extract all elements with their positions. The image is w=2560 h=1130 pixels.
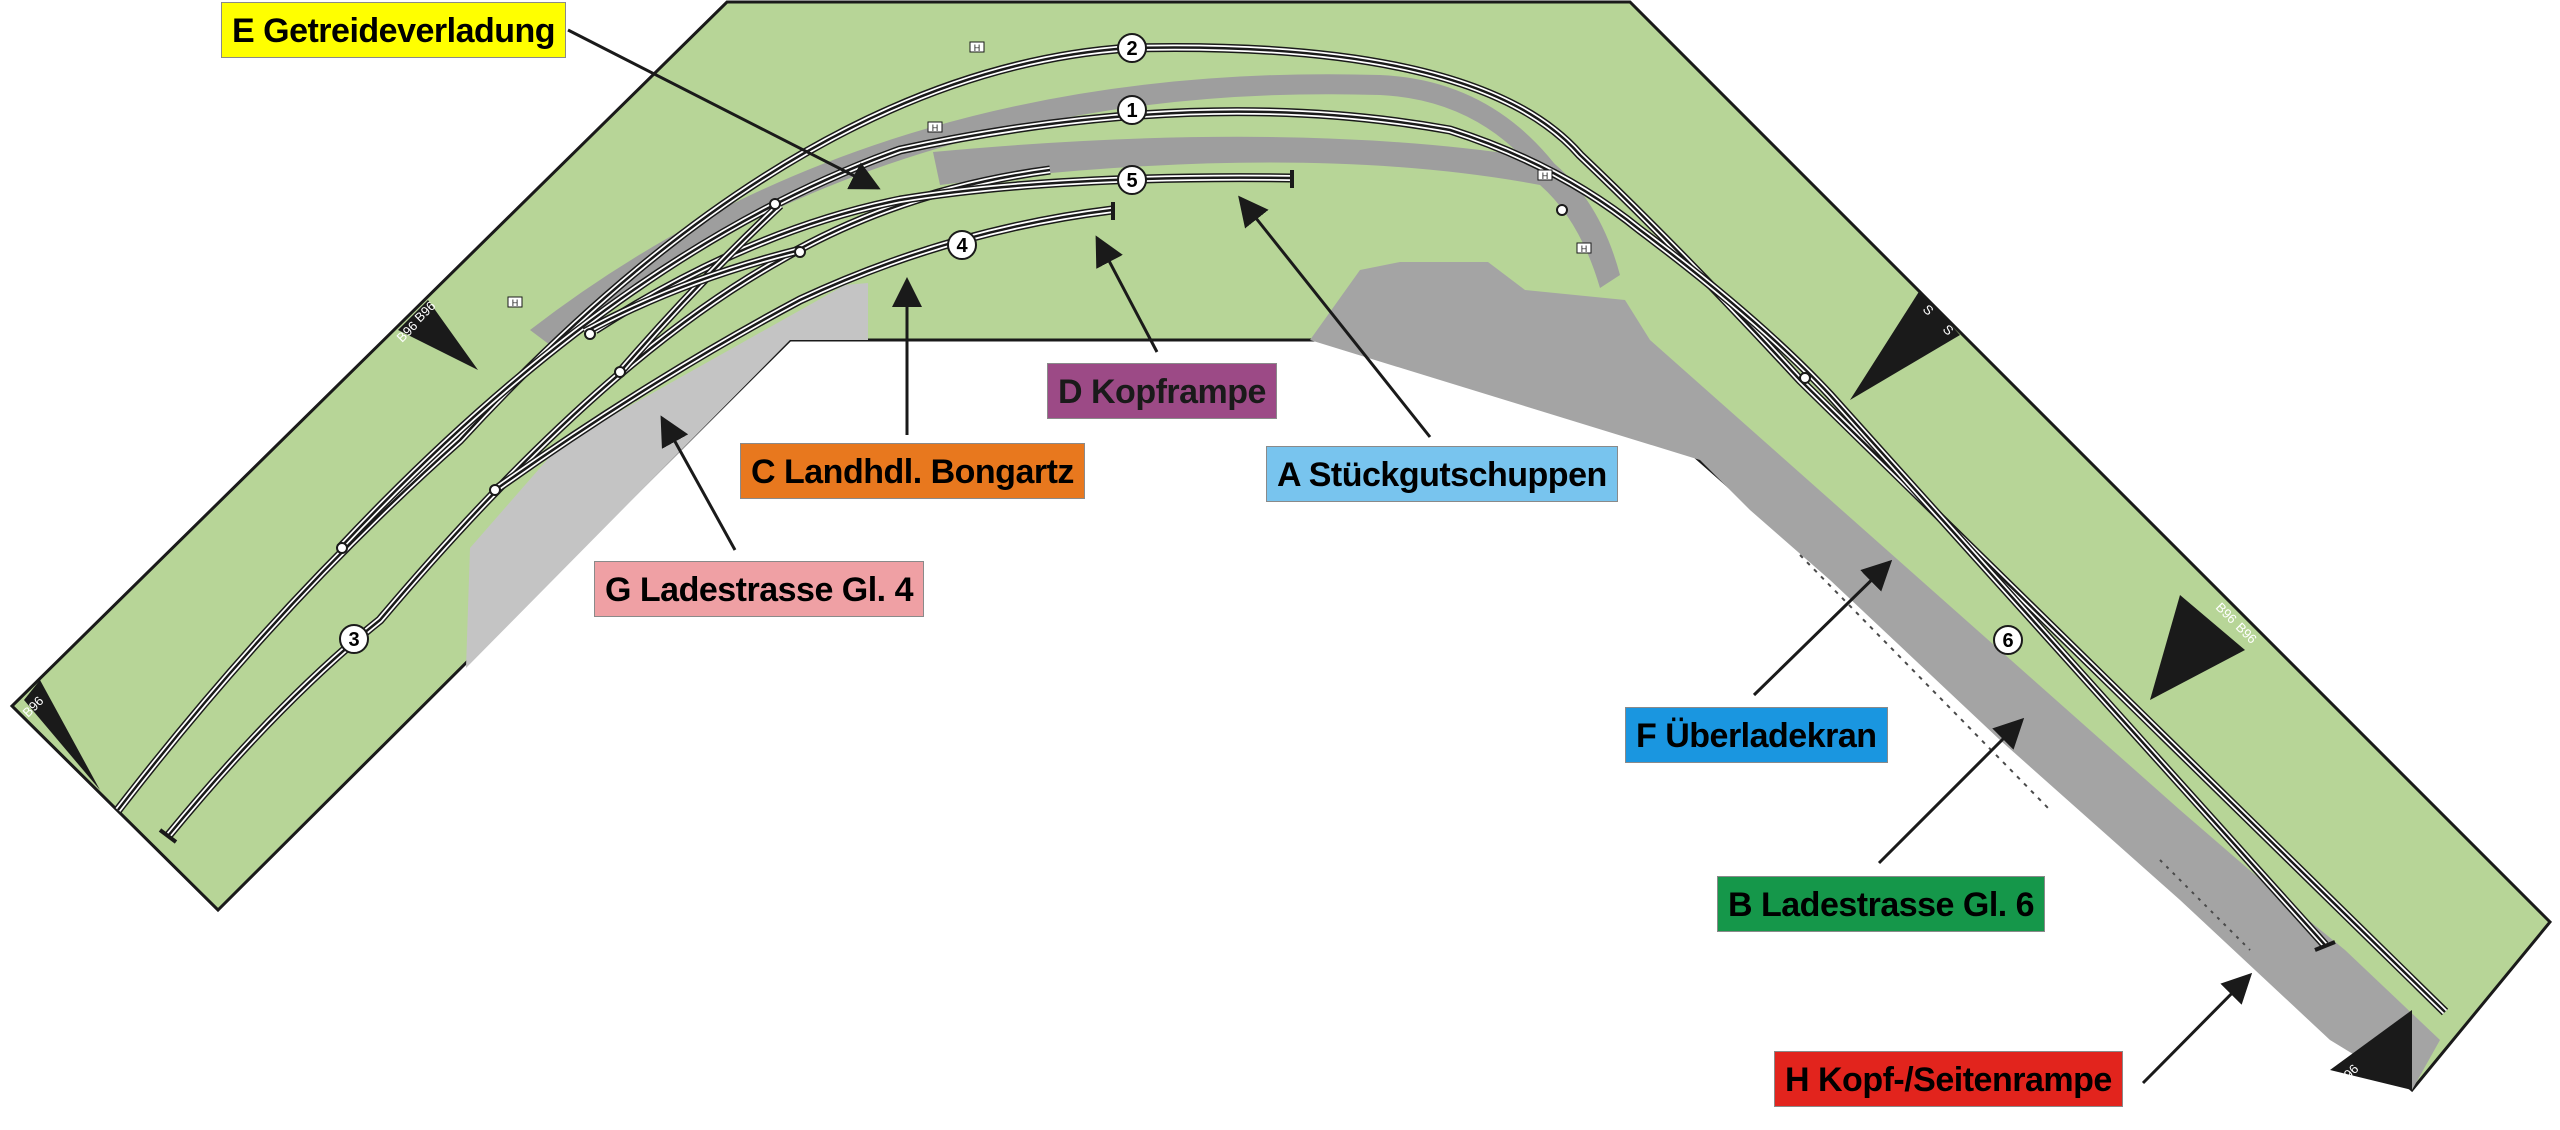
- label-b-ladestrasse-gl6: B Ladestrasse Gl. 6: [1717, 876, 2046, 932]
- label-h-text: H Kopf-/Seitenrampe: [1785, 1061, 2112, 1099]
- turnout-nodes: [336, 198, 1811, 554]
- loading-area-b: [1310, 262, 2440, 1090]
- edge-wedges: [24, 290, 2412, 1090]
- track-number-2: 2: [1117, 33, 1147, 63]
- platform-a: [933, 136, 1620, 288]
- arrow-d: [1095, 235, 1159, 353]
- track-numbers: 2 1 5 4 3 6: [339, 33, 2023, 655]
- label-c-text: C Landhdl. Bongartz: [751, 453, 1074, 491]
- dashed-edge: [2159, 859, 2251, 951]
- svg-text:H: H: [1581, 244, 1588, 254]
- track-number-1: 1: [1117, 95, 1147, 125]
- track-number-4: 4: [947, 230, 977, 260]
- label-c-landhandel: C Landhdl. Bongartz: [740, 443, 1085, 499]
- label-e-text: E Getreideverladung: [232, 12, 556, 50]
- track-5: [594, 176, 1291, 332]
- track-2: [117, 46, 2446, 1013]
- buffer-stops: [158, 170, 2336, 952]
- label-d-kopframpe: D Kopframpe: [1047, 363, 1277, 419]
- label-f-ueberladekran: F Überladekran: [1625, 707, 1888, 763]
- arrow-h: [2141, 972, 2253, 1085]
- label-f-text: F Überladekran: [1636, 717, 1877, 755]
- svg-text:H: H: [1542, 171, 1549, 181]
- svg-text:2: 2: [1126, 38, 1137, 60]
- platform-e: [530, 74, 1570, 346]
- svg-text:5: 5: [1126, 170, 1137, 192]
- svg-text:H: H: [974, 43, 981, 53]
- svg-text:1: 1: [1126, 100, 1137, 122]
- svg-text:3: 3: [348, 629, 359, 651]
- label-a-text: A Stückgutschuppen: [1277, 456, 1607, 494]
- svg-text:6: 6: [2002, 630, 2013, 652]
- track-3: [167, 168, 1051, 837]
- arrow-a: [1238, 195, 1432, 438]
- svg-text:H: H: [512, 298, 519, 308]
- track-number-3: 3: [339, 624, 369, 654]
- track-number-6: 6: [1993, 625, 2023, 655]
- label-h-kopf-seitenrampe: H Kopf-/Seitenrampe: [1774, 1051, 2123, 1107]
- arrow-e: [567, 28, 881, 190]
- track-4: [494, 208, 1113, 492]
- svg-text:H: H: [932, 123, 939, 133]
- leader-arrows: [567, 28, 2253, 1085]
- crossover: [584, 248, 801, 334]
- track-1: [339, 110, 2326, 946]
- label-b-text: B Ladestrasse Gl. 6: [1728, 886, 2035, 924]
- arrow-b: [1877, 717, 2025, 865]
- label-g-text: G Ladestrasse Gl. 4: [605, 571, 914, 609]
- arrow-f: [1752, 559, 1893, 697]
- halt-signs: H H H H H: [507, 41, 1592, 308]
- label-a-stueckgutschuppen: A Stückgutschuppen: [1266, 446, 1618, 502]
- label-d-text: D Kopframpe: [1058, 373, 1266, 411]
- baseboard: [9, 0, 2553, 1093]
- loading-area-g: [466, 283, 868, 668]
- label-g-ladestrasse-gl4: G Ladestrasse Gl. 4: [594, 561, 924, 617]
- track-number-5: 5: [1117, 165, 1147, 195]
- track-layer: [114, 43, 2449, 1016]
- arrow-g: [660, 415, 737, 551]
- label-e-getreideverladung: E Getreideverladung: [221, 2, 567, 58]
- svg-text:4: 4: [956, 235, 968, 257]
